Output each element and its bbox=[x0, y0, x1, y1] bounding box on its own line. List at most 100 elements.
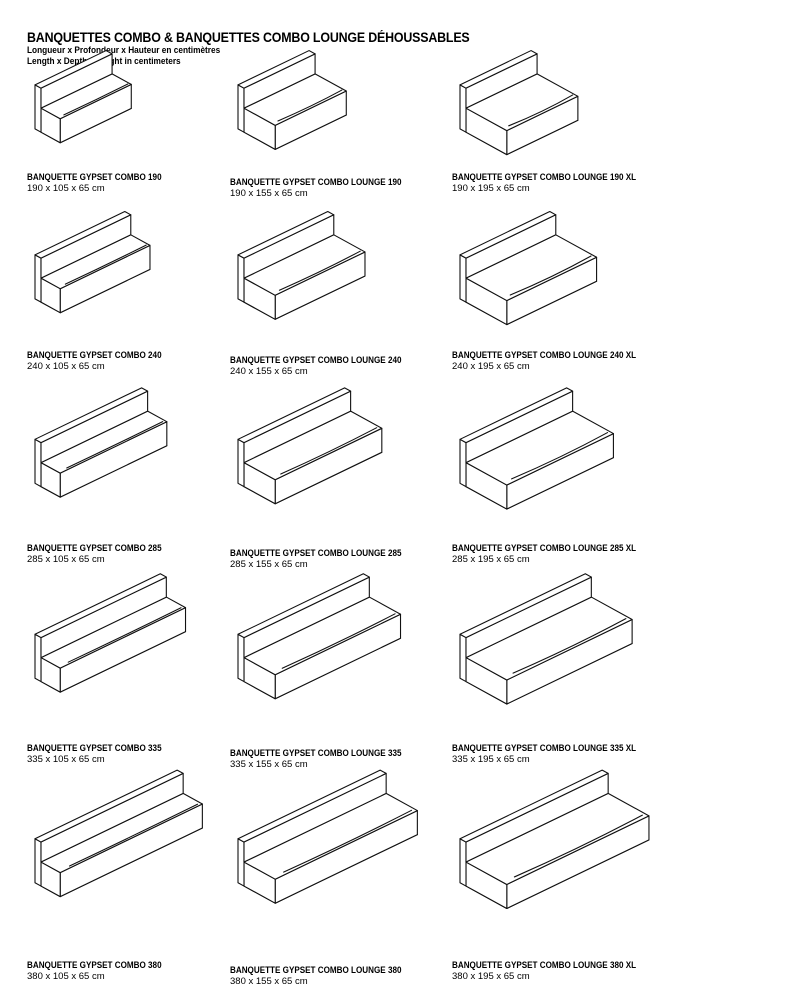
backrest-top-face bbox=[237, 573, 370, 639]
cushion-seam-line bbox=[513, 814, 643, 878]
sofa-dimensions: 285 x 105 x 65 cm bbox=[27, 554, 105, 565]
backrest-top-face bbox=[459, 210, 557, 259]
sofa-dimensions: 285 x 155 x 65 cm bbox=[230, 559, 308, 570]
sofa-dimensions: 190 x 105 x 65 cm bbox=[27, 183, 105, 194]
sofa-name: BANQUETTE GYPSET COMBO LOUNGE 240 XL bbox=[452, 350, 637, 360]
cushion-seam-line bbox=[277, 89, 343, 122]
backrest-side-face bbox=[34, 838, 42, 887]
backrest-top-face bbox=[34, 50, 113, 89]
sofa-name: BANQUETTE GYPSET COMBO 335 bbox=[27, 743, 162, 753]
sofa-drawing-icon bbox=[459, 210, 598, 326]
sofa-name: BANQUETTE GYPSET COMBO LOUNGE 190 bbox=[230, 177, 402, 187]
sofa-dimensions: 380 x 105 x 65 cm bbox=[27, 971, 105, 982]
backrest-side-face bbox=[34, 84, 42, 133]
cushion-seam-line bbox=[511, 431, 609, 480]
cushion-seam-line bbox=[67, 607, 182, 663]
backrest-side-face bbox=[459, 633, 467, 683]
backrest-top-face bbox=[34, 769, 184, 843]
cushion-seam-line bbox=[508, 94, 574, 127]
sofa-dimensions: 285 x 195 x 65 cm bbox=[452, 554, 530, 565]
backrest-side-face bbox=[237, 838, 245, 887]
cushion-seam-line bbox=[69, 803, 199, 867]
sofa-dimensions: 335 x 195 x 65 cm bbox=[452, 754, 530, 765]
backrest-side-face bbox=[459, 254, 467, 303]
backrest-side-face bbox=[237, 254, 245, 303]
sofa-name: BANQUETTE GYPSET COMBO LOUNGE 190 XL bbox=[452, 172, 637, 182]
sofa-dimensions: 240 x 105 x 65 cm bbox=[27, 361, 105, 372]
sofa-drawing-icon bbox=[34, 387, 168, 498]
sofa-name: BANQUETTE GYPSET COMBO LOUNGE 285 XL bbox=[452, 543, 637, 553]
backrest-side-face bbox=[459, 438, 467, 488]
sofa-drawing-icon bbox=[237, 50, 347, 150]
backrest-side-face bbox=[237, 438, 245, 488]
sofa-drawing-icon bbox=[459, 573, 633, 705]
backrest-side-face bbox=[237, 633, 245, 683]
backrest-top-face bbox=[237, 210, 335, 259]
sofa-drawing-icon bbox=[34, 210, 151, 314]
cushion-seam-line bbox=[509, 255, 592, 296]
sofa-name: BANQUETTE GYPSET COMBO 190 bbox=[27, 172, 162, 182]
sofa-drawing-icon bbox=[237, 387, 383, 505]
backrest-side-face bbox=[459, 84, 467, 133]
subtitle-french: Longueur x Profondeur x Hauteur en centi… bbox=[27, 45, 221, 55]
sofa-drawing-icon bbox=[459, 50, 579, 156]
backrest-top-face bbox=[459, 50, 538, 89]
backrest-top-face bbox=[34, 573, 167, 639]
sofa-dimensions: 190 x 195 x 65 cm bbox=[452, 183, 530, 194]
cushion-seam-line bbox=[66, 421, 164, 469]
backrest-side-face bbox=[237, 84, 245, 133]
sofa-name: BANQUETTE GYPSET COMBO LOUNGE 240 bbox=[230, 355, 402, 365]
sofa-dimensions: 240 x 195 x 65 cm bbox=[452, 361, 530, 372]
backrest-top-face bbox=[34, 387, 149, 444]
backrest-side-face bbox=[34, 438, 42, 488]
sofa-dimensions: 190 x 155 x 65 cm bbox=[230, 188, 308, 199]
cushion-seam-line bbox=[283, 809, 413, 873]
backrest-top-face bbox=[237, 50, 316, 89]
cushion-seam-line bbox=[64, 244, 147, 285]
cushion-seam-line bbox=[280, 427, 378, 475]
backrest-top-face bbox=[459, 573, 592, 639]
sofa-dimensions: 380 x 195 x 65 cm bbox=[452, 971, 530, 982]
cushion-seam-line bbox=[281, 613, 396, 669]
backrest-top-face bbox=[459, 387, 574, 444]
sofa-name: BANQUETTE GYPSET COMBO LOUNGE 335 bbox=[230, 748, 402, 758]
sofa-drawing-icon bbox=[237, 210, 366, 320]
sofa-name: BANQUETTE GYPSET COMBO 285 bbox=[27, 543, 162, 553]
sofa-drawing-icon bbox=[459, 387, 614, 510]
sofa-drawing-icon bbox=[34, 50, 132, 144]
sofa-drawing-icon bbox=[237, 769, 418, 904]
cushion-seam-line bbox=[278, 250, 361, 291]
sofa-drawing-icon bbox=[237, 573, 402, 700]
cushion-seam-line bbox=[63, 83, 129, 116]
sofa-name: BANQUETTE GYPSET COMBO LOUNGE 380 XL bbox=[452, 960, 637, 970]
sofa-dimensions: 380 x 155 x 65 cm bbox=[230, 976, 308, 987]
sofa-name: BANQUETTE GYPSET COMBO 240 bbox=[27, 350, 162, 360]
sofa-dimensions: 335 x 155 x 65 cm bbox=[230, 759, 308, 770]
sofa-drawing-icon bbox=[34, 573, 187, 693]
sofa-name: BANQUETTE GYPSET COMBO 380 bbox=[27, 960, 162, 970]
sofa-name: BANQUETTE GYPSET COMBO LOUNGE 380 bbox=[230, 965, 402, 975]
backrest-side-face bbox=[34, 633, 42, 683]
sofa-drawing-icon bbox=[34, 769, 203, 898]
backrest-top-face bbox=[237, 387, 352, 444]
sofa-drawing-icon bbox=[459, 769, 650, 910]
backrest-side-face bbox=[459, 838, 467, 887]
sofa-name: BANQUETTE GYPSET COMBO LOUNGE 335 XL bbox=[452, 743, 637, 753]
backrest-top-face bbox=[237, 769, 387, 843]
backrest-top-face bbox=[34, 210, 132, 259]
sofa-dimensions: 240 x 155 x 65 cm bbox=[230, 366, 308, 377]
